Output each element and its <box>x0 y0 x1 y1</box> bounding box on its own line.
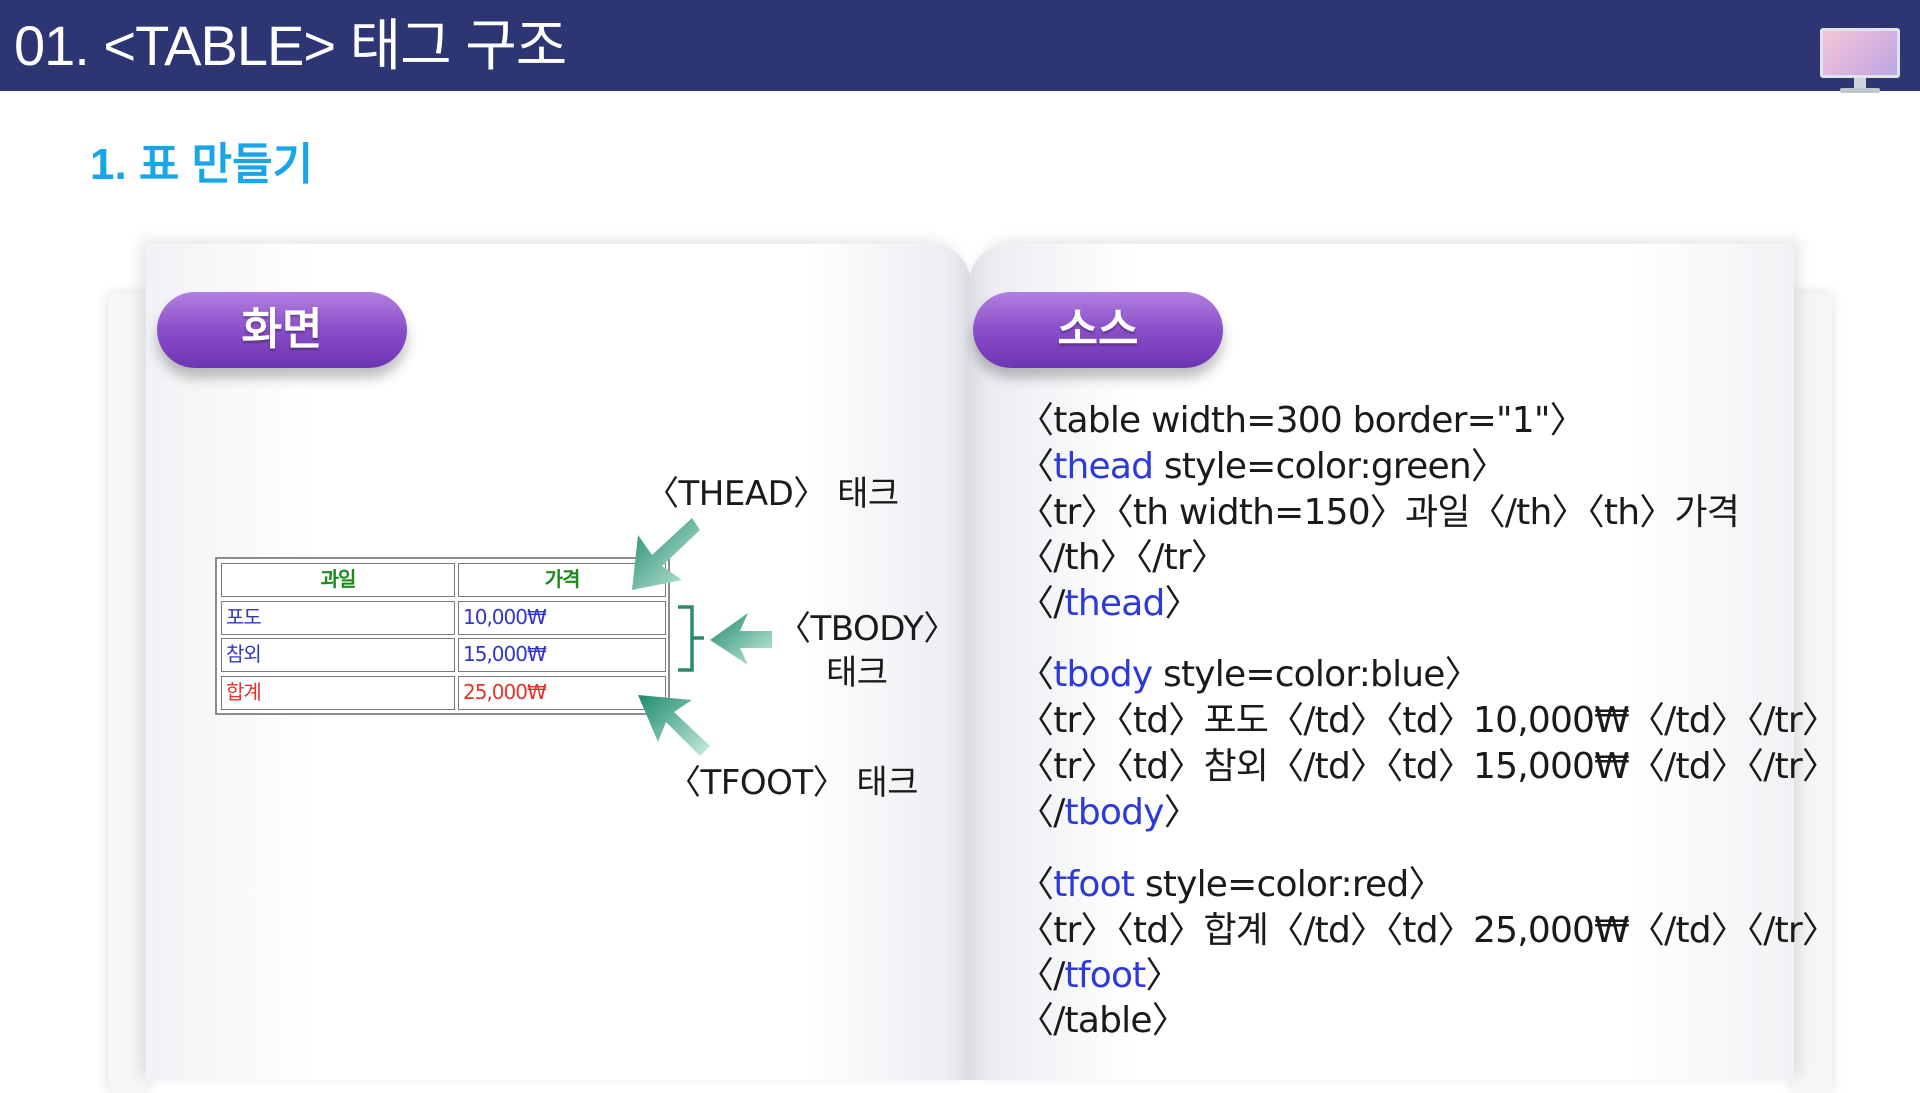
code-line: 〈tr〉〈td〉포도〈/td〉〈td〉10,000₩〈/td〉〈/tr〉 <box>1018 700 1838 741</box>
tbody-cell: 15,000₩ <box>458 638 666 672</box>
tbody-cell: 참외 <box>221 638 455 672</box>
code-line: 〈/th〉〈/tr〉 <box>1018 537 1227 578</box>
header-bar: 01. <TABLE> 태그 구조 <box>0 0 1920 93</box>
code-keyword: tfoot <box>1064 955 1147 996</box>
code-keyword: tbody <box>1053 654 1153 695</box>
code-line: 〈/tbody〉 <box>1018 792 1200 833</box>
tfoot-cell: 합계 <box>221 676 455 710</box>
section-subtitle: 1. 표 만들기 <box>90 140 314 189</box>
tbody-annotation: 〈TBODY〉 <box>777 609 957 649</box>
code-line: 〈tr〉〈td〉참외〈/td〉〈td〉15,000₩〈/td〉〈/tr〉 <box>1018 746 1838 787</box>
code-line: 〈tr〉〈td〉합계〈/td〉〈td〉25,000₩〈/td〉〈/tr〉 <box>1018 910 1838 951</box>
tbody-cell: 포도 <box>221 601 455 635</box>
thead-cell-fruit: 과일 <box>221 563 455 597</box>
tbody-cell: 10,000₩ <box>458 601 666 635</box>
code-line: 〈/tfoot〉 <box>1018 955 1182 996</box>
code-line: 〈/thead〉 <box>1018 583 1201 624</box>
page-title: 01. <TABLE> 태그 구조 <box>14 14 567 77</box>
code-keyword: tfoot <box>1053 864 1135 905</box>
thead-cell-price: 가격 <box>458 563 666 597</box>
tfoot-arrow-icon <box>638 695 710 756</box>
code-line: 〈thead style=color:green〉 <box>1018 446 1507 487</box>
right-page <box>969 244 1794 1080</box>
code-line: 〈/table〉 <box>1018 1000 1188 1041</box>
tbody-bracket-icon <box>678 605 704 672</box>
code-line: 〈tr〉〈th width=150〉과일〈/th〉〈th〉가격 <box>1018 492 1740 533</box>
code-line: 〈tfoot style=color:red〉 <box>1018 864 1444 905</box>
sample-table: 과일 가격 포도 10,000₩ 참외 15,000₩ 합계 25,000₩ <box>215 557 670 715</box>
code-line: 〈table width=300 border="1"〉 <box>1018 400 1586 441</box>
source-label-badge: 소스 <box>973 292 1223 368</box>
tfoot-cell: 25,000₩ <box>458 676 666 710</box>
monitor-icon <box>1818 28 1904 98</box>
tbody-annotation-suffix: 태크 <box>826 653 888 693</box>
tbody-arrow-icon <box>710 613 772 665</box>
code-keyword: tbody <box>1064 792 1165 833</box>
annotation-arrows <box>632 518 772 756</box>
screen-label-badge: 화면 <box>157 292 407 368</box>
code-keyword: thead <box>1053 446 1154 487</box>
thead-arrow-icon <box>632 518 700 590</box>
tfoot-annotation: 〈TFOOT〉 태크 <box>667 763 919 803</box>
code-keyword: thead <box>1064 583 1166 624</box>
thead-annotation: 〈THEAD〉 태크 <box>645 474 899 514</box>
code-line: 〈tbody style=color:blue〉 <box>1018 654 1481 695</box>
